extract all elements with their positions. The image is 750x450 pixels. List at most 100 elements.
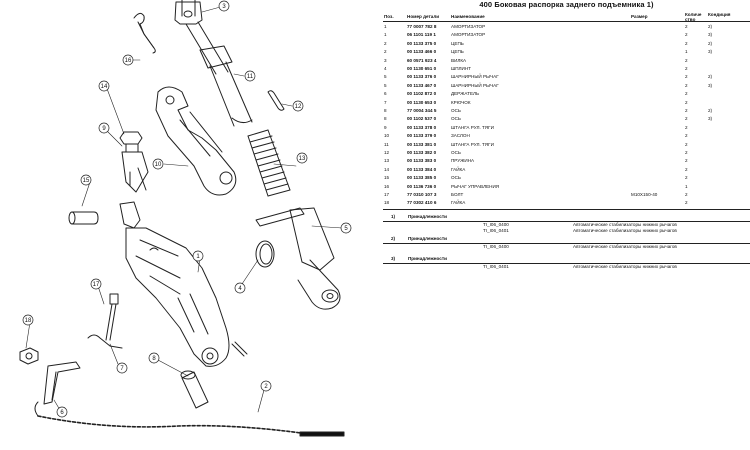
- row-part-number: 00 1133 379 0: [407, 133, 437, 139]
- row-qty: 2: [685, 133, 688, 139]
- part-16-hook-drawing: [133, 12, 156, 54]
- part-6-holder-drawing: [43, 361, 81, 405]
- row-pos: 17: [384, 192, 390, 197]
- accessory-description: Автоматические стабилизаторы нижних рыча…: [573, 244, 677, 249]
- row-qty: 1: [685, 49, 688, 55]
- row-part-number: 00 1133 467 0: [407, 82, 437, 88]
- row-name: ЗАСЛОН: [451, 133, 470, 139]
- accessory-label: Принадлежности: [408, 214, 447, 219]
- row-qty: 2: [685, 150, 688, 155]
- row-part-number: 00 1130 651 0: [407, 66, 437, 71]
- row-part-number: 77 0007 782 8: [407, 24, 437, 29]
- row-qty: 2: [685, 74, 688, 80]
- part-4-cotter-drawing: [231, 341, 248, 357]
- part-11-upper-rod-drawing: [185, 21, 253, 127]
- row-part-number: 00 1136 736 0: [407, 183, 437, 189]
- row-part-number: 00 1133 383 0: [407, 158, 437, 164]
- header-qty: Количе ство: [685, 12, 702, 22]
- accessory-rule: [383, 263, 750, 264]
- callout-9: 9: [98, 122, 110, 134]
- row-pos: 6: [384, 91, 387, 97]
- row-name: ШТАНГА РУЛ. ТЯГИ: [451, 141, 494, 147]
- row-part-number: 00 1133 376 0: [407, 74, 437, 80]
- callout-16: 16: [122, 54, 134, 66]
- row-qty: 2: [685, 200, 688, 206]
- row-name: ГАЙКА: [451, 166, 466, 172]
- row-qty: 2: [685, 192, 688, 197]
- callout-3: 3: [218, 0, 230, 12]
- row-cond: 2): [708, 40, 713, 46]
- row-part-number: 77 0004 344 5: [407, 108, 437, 113]
- part-3-fork-drawing: [174, 0, 203, 25]
- row-qty: 2: [685, 158, 688, 164]
- accessory-description: Автоматические стабилизаторы нижних рыча…: [573, 264, 677, 269]
- row-name: ОСЬ: [451, 116, 461, 122]
- row-part-number: 00 1130 653 0: [407, 99, 437, 105]
- row-pos: 10: [384, 133, 390, 139]
- accessory-number: 2): [391, 236, 396, 241]
- row-qty: 2: [685, 24, 688, 29]
- svg-text:6: 6: [60, 410, 64, 416]
- row-pos: 16: [384, 183, 390, 189]
- row-name: ОСЬ: [451, 175, 461, 181]
- callout-18: 18: [22, 314, 34, 326]
- row-qty: 2: [685, 141, 688, 147]
- row-name: ШАРНИРНЫЙ РЫЧАГ: [451, 82, 499, 88]
- row-pos: 1: [384, 24, 387, 29]
- row-name: ГАЙКА: [451, 200, 466, 206]
- callout-1: 1: [192, 250, 204, 262]
- row-qty: 2: [685, 40, 688, 46]
- part-8-axle-drawing: [180, 370, 209, 409]
- svg-text:16: 16: [125, 58, 132, 64]
- row-cond: 2): [708, 74, 713, 80]
- row-qty: 2: [685, 32, 688, 38]
- row-part-number: 00 1102 537 0: [407, 116, 437, 122]
- row-pos: 8: [384, 116, 387, 122]
- row-qty: 2: [685, 116, 688, 122]
- header-pos: Поз.: [384, 14, 394, 19]
- svg-text:2: 2: [264, 384, 268, 390]
- row-name: ШАРНИРНЫЙ РЫЧАГ: [451, 74, 499, 80]
- callout-4: 4: [234, 282, 246, 294]
- row-pos: 18: [384, 200, 390, 206]
- svg-text:8: 8: [152, 356, 156, 362]
- row-name: ОСЬ: [451, 108, 461, 113]
- row-name: АМОРТИЗАТОР: [451, 32, 486, 38]
- row-size: M10X150-40: [631, 192, 658, 197]
- part-5-rod-drawing: [255, 207, 341, 310]
- svg-text:5: 5: [344, 226, 348, 232]
- row-cond: 3): [708, 116, 713, 122]
- callout-6: 6: [56, 406, 68, 418]
- row-name: КРЮЧОК: [451, 99, 471, 105]
- callout-13: 13: [296, 152, 308, 164]
- row-cond: 3): [708, 82, 713, 88]
- callout-10: 10: [152, 158, 164, 170]
- row-pos: 15: [384, 175, 390, 181]
- row-qty: 2: [685, 99, 688, 105]
- callout-14: 14: [98, 80, 110, 92]
- row-pos: 8: [384, 108, 387, 113]
- row-part-number: 06 1101 119 1: [407, 32, 436, 38]
- callout-11: 11: [244, 70, 256, 82]
- svg-text:17: 17: [93, 282, 100, 288]
- header-size: Размер: [631, 14, 648, 19]
- row-name: ШТАНГА РУЛ. ТЯГИ: [451, 124, 494, 130]
- row-cond: 2): [708, 108, 713, 113]
- callout-leader-lines: [25, 5, 343, 413]
- row-cond: 2): [708, 24, 713, 29]
- row-qty: 2: [685, 124, 688, 130]
- row-pos: 14: [384, 166, 390, 172]
